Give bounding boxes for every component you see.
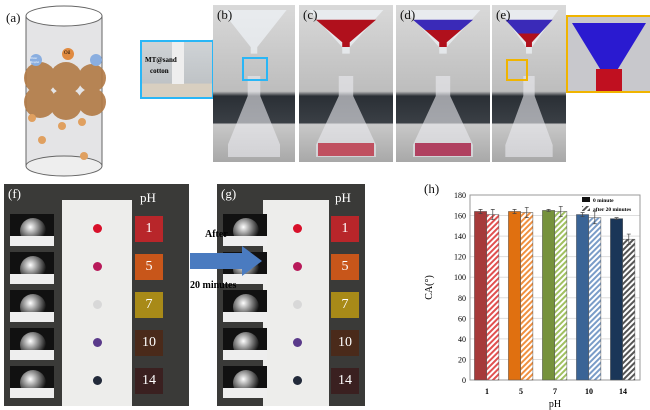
droplet bbox=[93, 224, 102, 233]
bar-after-20-minutes-ph5 bbox=[520, 212, 534, 381]
bar-after-20-minutes-ph10 bbox=[588, 217, 602, 381]
y-tick-label: 180 bbox=[454, 191, 466, 200]
photo-c-red-oil: (c) bbox=[299, 5, 393, 162]
highlight-box bbox=[506, 59, 528, 81]
bar-0-minute-ph14 bbox=[610, 218, 623, 381]
panel-label-g: (g) bbox=[221, 186, 237, 201]
error-bar bbox=[614, 217, 619, 221]
error-bar bbox=[592, 211, 597, 225]
x-tick-label: 7 bbox=[553, 387, 557, 396]
x-axis-label: pH bbox=[549, 399, 561, 410]
error-bar bbox=[478, 209, 483, 214]
bar-0-minute-ph5 bbox=[508, 211, 521, 381]
zoom-inset-e bbox=[566, 15, 650, 93]
error-bar bbox=[580, 212, 585, 217]
contact-angle-image bbox=[223, 328, 267, 360]
y-tick-label: 40 bbox=[458, 335, 466, 344]
ph-header: pH bbox=[140, 190, 156, 205]
bar-after-20-minutes-ph7 bbox=[554, 211, 568, 381]
ph-label-14: 14 bbox=[135, 368, 163, 394]
contact-angle-image bbox=[10, 214, 54, 246]
error-bar bbox=[558, 205, 563, 217]
y-tick-label: 140 bbox=[454, 232, 466, 241]
error-bar bbox=[626, 233, 631, 245]
panel-label-b: (b) bbox=[217, 7, 233, 22]
arrow-label-after: After bbox=[205, 229, 228, 240]
contact-angle-bar-chart: 0 20 40 60 80 100 120 140 160 180 1 5 7 10 14 pH CA(°) 0 … bbox=[424, 191, 641, 410]
x-tick-label: 14 bbox=[619, 387, 627, 396]
y-tick-label: 100 bbox=[454, 273, 466, 282]
filter-plug bbox=[172, 42, 184, 84]
bar-0-minute-ph7 bbox=[542, 210, 555, 381]
highlight-box bbox=[242, 57, 268, 81]
droplet bbox=[293, 300, 302, 309]
contact-angle-image bbox=[10, 366, 54, 398]
ph-label-1: 1 bbox=[331, 216, 359, 242]
ph-header: pH bbox=[335, 190, 351, 205]
water-droplet-label: Water Droplet bbox=[30, 56, 40, 64]
bar-0-minute-ph1 bbox=[474, 211, 487, 381]
panel-label-f: (f) bbox=[8, 186, 21, 201]
panel-label-a: (a) bbox=[6, 10, 21, 25]
droplet bbox=[293, 376, 302, 385]
inset-zoom-filter: MT@sand cotton bbox=[140, 40, 214, 99]
error-bar bbox=[546, 209, 551, 212]
ph-label-10: 10 bbox=[331, 330, 359, 356]
y-tick-label: 60 bbox=[458, 314, 466, 323]
contact-angle-image bbox=[10, 252, 54, 284]
photo-d-blue-oil: (d) bbox=[396, 5, 490, 162]
contact-angle-image bbox=[10, 290, 54, 322]
contact-angle-image bbox=[223, 290, 267, 322]
panel-label-e: (e) bbox=[496, 7, 511, 22]
droplet bbox=[93, 262, 102, 271]
contact-angle-image bbox=[10, 328, 54, 360]
y-tick-label: 80 bbox=[458, 294, 466, 303]
ph-label-7: 7 bbox=[331, 292, 359, 318]
x-tick-label: 5 bbox=[519, 387, 523, 396]
panel-label-h: (h) bbox=[424, 181, 440, 196]
arrow-right-icon bbox=[190, 246, 262, 276]
photo-e: (e) bbox=[492, 5, 566, 162]
arrow-label-time: 20 minutes bbox=[190, 280, 237, 291]
droplet bbox=[293, 338, 302, 347]
ph-label-7: 7 bbox=[135, 292, 163, 318]
x-tick-label: 1 bbox=[485, 387, 489, 396]
legend-swatch bbox=[582, 197, 590, 202]
droplet bbox=[93, 338, 102, 347]
y-tick-label: 160 bbox=[454, 212, 466, 221]
inset-label-mt-sand: MT@sand bbox=[145, 56, 177, 64]
x-tick-label: 10 bbox=[585, 387, 593, 396]
droplet bbox=[93, 376, 102, 385]
legend-label: after 20 minutes bbox=[593, 207, 631, 213]
droplet bbox=[93, 300, 102, 309]
ph-label-14: 14 bbox=[331, 368, 359, 394]
bar-after-20-minutes-ph14 bbox=[622, 238, 636, 381]
y-tick-label: 0 bbox=[462, 376, 466, 385]
panel-label-c: (c) bbox=[303, 7, 318, 22]
ph-label-5: 5 bbox=[331, 254, 359, 280]
oil-label: Oil bbox=[64, 51, 71, 56]
bar-after-20-minutes-ph1 bbox=[486, 214, 500, 381]
error-bar bbox=[512, 209, 517, 214]
panel-label-d: (d) bbox=[400, 7, 416, 22]
bar-0-minute-ph10 bbox=[576, 214, 589, 381]
ph-label-10: 10 bbox=[135, 330, 163, 356]
contact-angle-image bbox=[223, 366, 267, 398]
y-tick-label: 120 bbox=[454, 253, 466, 262]
photo-b-setup: (b) bbox=[213, 5, 295, 162]
contact-angle-image bbox=[223, 214, 267, 246]
error-bar bbox=[524, 206, 529, 218]
column-schematic bbox=[24, 5, 106, 177]
y-tick-label: 20 bbox=[458, 355, 466, 364]
droplet bbox=[293, 224, 302, 233]
legend-swatch bbox=[582, 206, 590, 211]
legend-label: 0 minute bbox=[593, 198, 614, 204]
droplet bbox=[293, 262, 302, 271]
y-axis-label: CA(°) bbox=[424, 275, 435, 300]
ph-label-1: 1 bbox=[135, 216, 163, 242]
inset-label-cotton: cotton bbox=[150, 67, 169, 75]
ph-label-5: 5 bbox=[135, 254, 163, 280]
error-bar bbox=[490, 209, 495, 221]
